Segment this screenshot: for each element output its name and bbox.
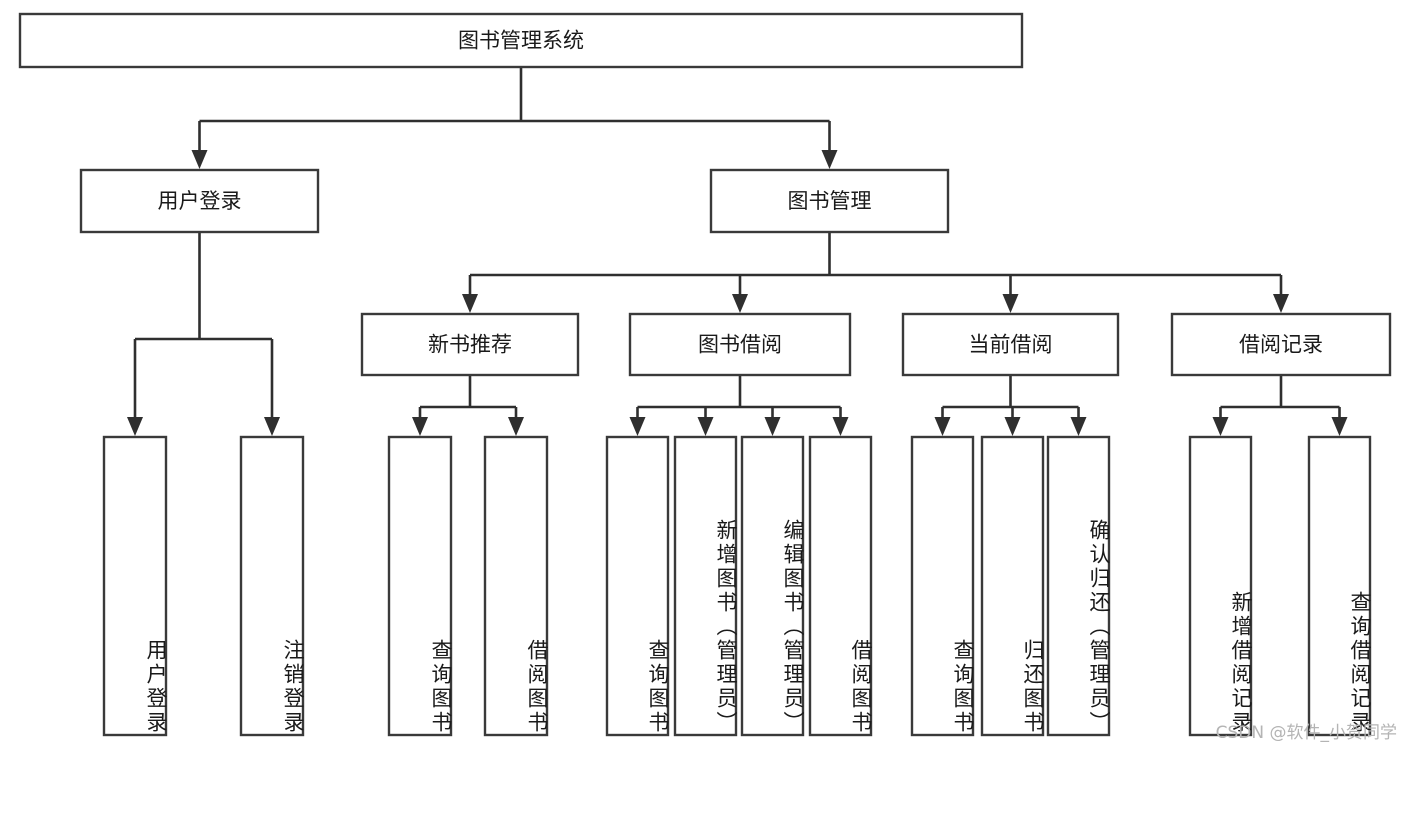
node-box-leaf-user-login <box>102 435 168 737</box>
node-label-book-borrow: 图书借阅 <box>698 333 782 357</box>
node-box-root <box>18 12 1024 69</box>
node-box-leaf-add-record <box>1188 435 1253 737</box>
boxes-layer <box>18 12 1392 737</box>
connector-arrow <box>1070 417 1087 436</box>
connector-arrow <box>127 417 143 436</box>
node-box-current-borrow <box>901 312 1120 377</box>
node-box-leaf-return-book <box>980 435 1045 737</box>
node-box-leaf-query-book-2 <box>605 435 670 737</box>
connector-arrow <box>732 294 748 313</box>
connector-arrow <box>832 417 849 436</box>
node-label-current-borrow: 当前借阅 <box>969 333 1053 357</box>
node-box-leaf-borrow-book-1 <box>483 435 549 737</box>
connector-arrow <box>264 417 280 436</box>
node-box-leaf-borrow-book-2 <box>808 435 873 737</box>
connector-arrow <box>508 417 524 436</box>
connector-arrow <box>1002 294 1019 313</box>
connector-arrow <box>1273 294 1289 313</box>
node-label-borrow-records: 借阅记录 <box>1239 333 1323 357</box>
node-label-root: 图书管理系统 <box>458 29 584 53</box>
node-box-leaf-confirm-return <box>1046 435 1111 737</box>
node-label-user-login: 用户登录 <box>158 189 242 213</box>
connector-arrow <box>1331 417 1348 436</box>
watermark-text: CSDN @软件_小贺同学 <box>1215 723 1397 743</box>
node-box-leaf-add-book <box>673 435 738 737</box>
connector-arrow <box>821 150 838 169</box>
node-box-leaf-query-record <box>1307 435 1372 737</box>
connector-arrow <box>462 294 478 313</box>
connector-arrow <box>1004 417 1021 436</box>
node-box-book-borrow <box>628 312 852 377</box>
node-box-book-management <box>709 168 950 234</box>
connector-arrow <box>697 417 714 436</box>
node-box-leaf-logout <box>239 435 305 737</box>
node-box-leaf-query-book-3 <box>910 435 975 737</box>
flowchart-diagram: 图书管理系统用户登录图书管理新书推荐图书借阅当前借阅借阅记录 用户登录注销登录查… <box>18 12 1397 743</box>
node-box-borrow-records <box>1170 312 1392 377</box>
node-box-leaf-edit-book <box>740 435 805 737</box>
connectors-layer <box>127 67 1348 436</box>
connector-arrow <box>412 417 428 436</box>
connector-arrow <box>934 417 951 436</box>
node-label-book-management: 图书管理 <box>788 189 872 213</box>
connector-arrow <box>629 417 646 436</box>
node-box-user-login <box>79 168 320 234</box>
node-box-new-book-recommend <box>360 312 580 377</box>
node-label-new-book-recommend: 新书推荐 <box>428 333 512 357</box>
connector-arrow <box>764 417 781 436</box>
node-box-leaf-query-book-1 <box>387 435 453 737</box>
connector-arrow <box>1212 417 1229 436</box>
connector-arrow <box>191 150 208 169</box>
